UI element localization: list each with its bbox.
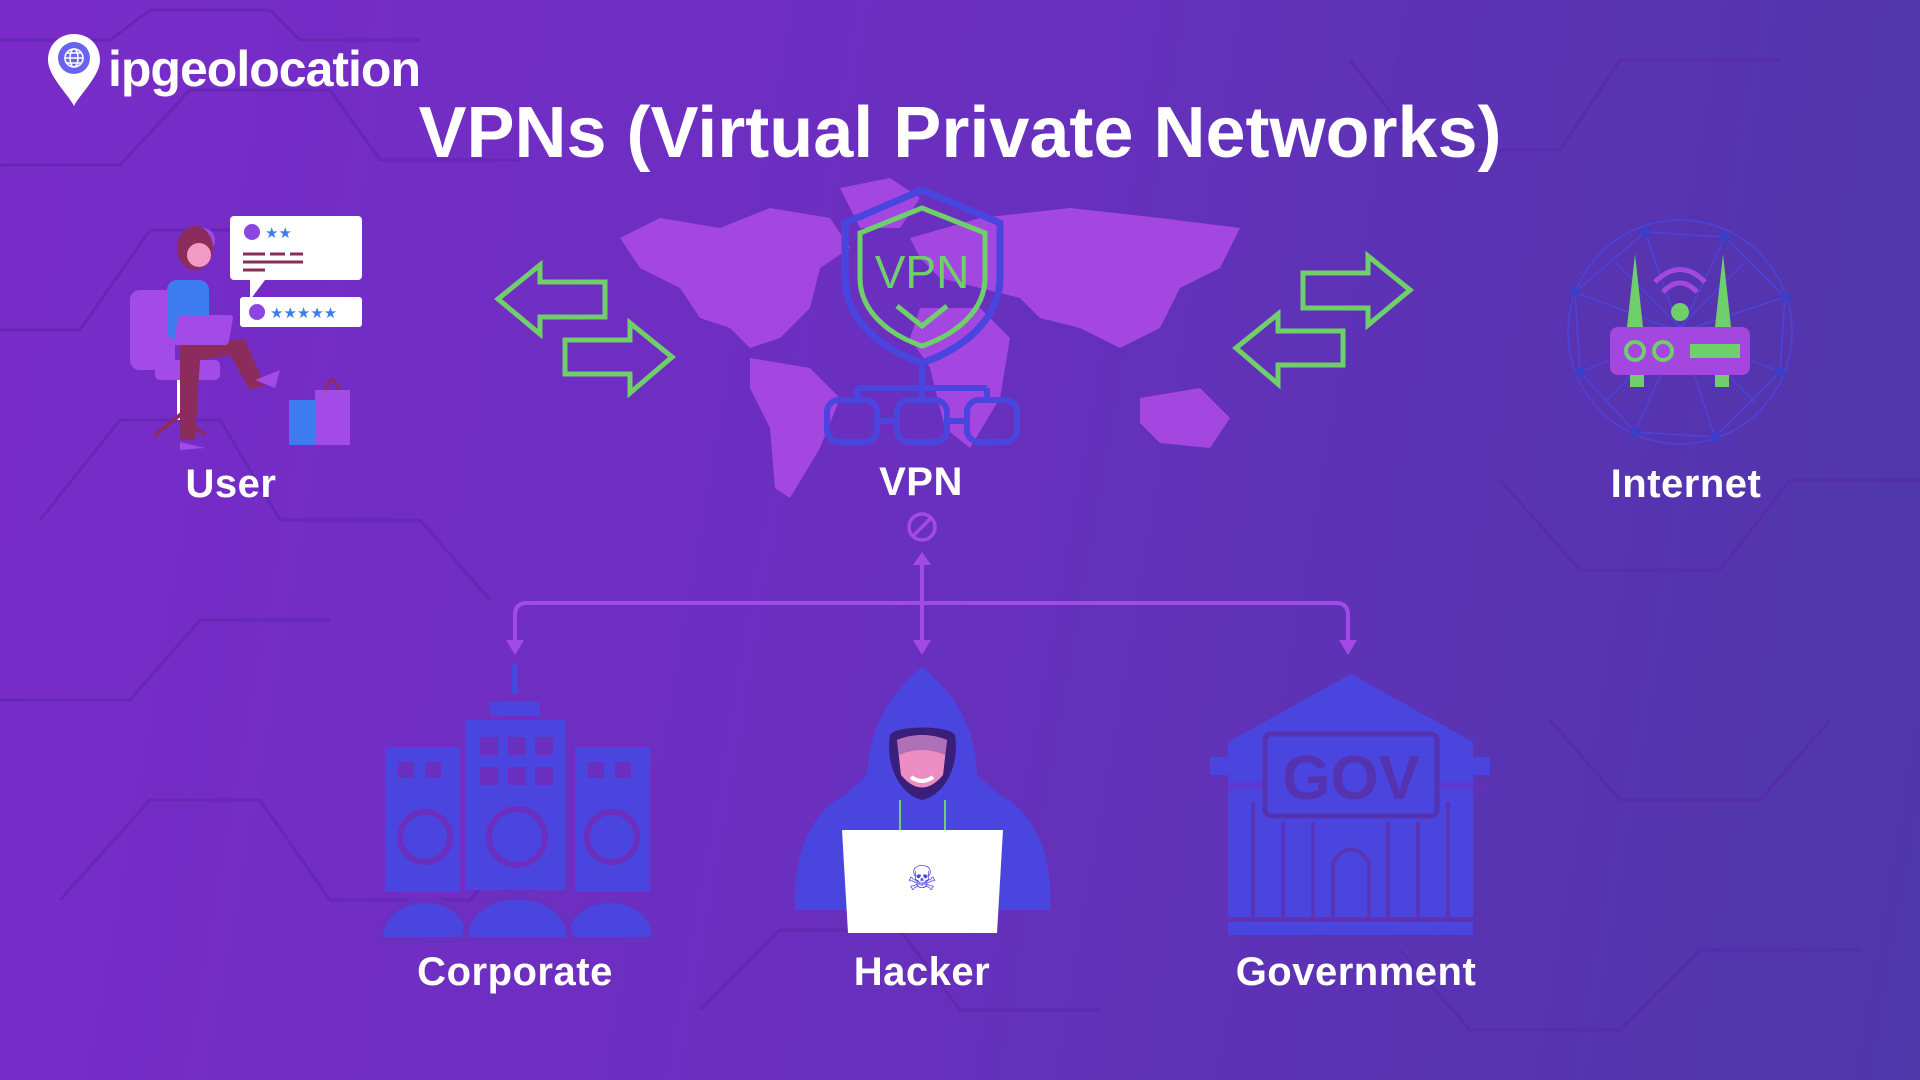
internet-label: Internet [1610, 462, 1762, 506]
hacker-icon: ☠ [794, 667, 1051, 933]
hacker-label: Hacker [853, 950, 991, 994]
user-illustration-icon: ★★ ★★★★★ [130, 216, 362, 450]
user-label: User [185, 462, 277, 506]
vpn-shield-icon: VPN [824, 186, 1020, 445]
skull-crossbones-icon: ☠ [907, 860, 937, 898]
vpn-label: VPN [879, 460, 963, 504]
bidirectional-arrows-left-icon [494, 259, 676, 399]
internet-router-icon [1567, 219, 1793, 445]
gov-sign-text: GOV [1282, 744, 1420, 813]
bidirectional-arrows-right-icon [1232, 250, 1414, 390]
brand-name: ipgeolocation [108, 41, 421, 97]
svg-text:★★★★★: ★★★★★ [270, 305, 337, 322]
government-label: Government [1235, 950, 1477, 994]
shield-text: VPN [875, 246, 970, 298]
corporate-label: Corporate [417, 950, 613, 994]
location-pin-logo-icon [48, 34, 100, 106]
blocked-icon [907, 512, 937, 542]
corporate-buildings-icon [376, 664, 659, 943]
page-title: VPNs (Virtual Private Networks) [418, 93, 1502, 173]
government-building-icon: GOV [1210, 674, 1490, 935]
svg-text:★★: ★★ [265, 225, 292, 242]
